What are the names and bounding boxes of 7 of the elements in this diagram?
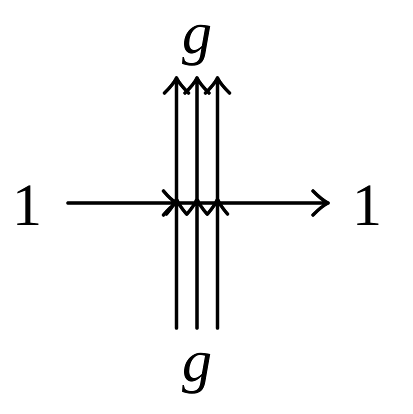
math-label: 1 — [12, 172, 42, 238]
arrow — [162, 76, 190, 330]
math-label: 1 — [352, 172, 382, 238]
arrow — [204, 76, 232, 330]
math-label: g — [182, 328, 212, 394]
arrow — [183, 76, 211, 330]
math-label: g — [182, 0, 212, 66]
